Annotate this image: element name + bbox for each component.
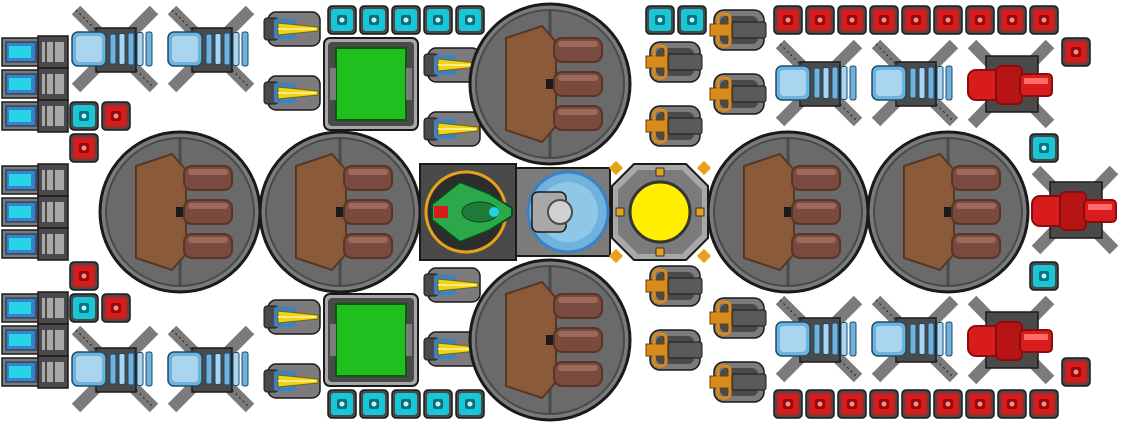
cannon-icon[interactable]: [709, 9, 767, 51]
engine-icon[interactable]: [71, 5, 159, 93]
gun-icon[interactable]: [263, 11, 321, 47]
cell-icon[interactable]: [805, 5, 835, 35]
cell-icon[interactable]: [327, 389, 357, 419]
cell-icon[interactable]: [1029, 5, 1059, 35]
gun-icon[interactable]: [263, 299, 321, 335]
turret-icon[interactable]: [1031, 165, 1119, 255]
thruster-icon[interactable]: [1, 163, 69, 197]
reactor-icon[interactable]: [608, 160, 712, 264]
cannon-icon[interactable]: [866, 130, 1030, 294]
cell-icon[interactable]: [69, 133, 99, 163]
gun-icon[interactable]: [423, 267, 481, 303]
cannon-icon[interactable]: [258, 130, 422, 294]
cell-icon[interactable]: [391, 389, 421, 419]
thruster-icon[interactable]: [1, 35, 69, 69]
cell-icon[interactable]: [901, 389, 931, 419]
cell-icon[interactable]: [645, 5, 675, 35]
engine-icon[interactable]: [775, 295, 863, 383]
cell-icon[interactable]: [1029, 389, 1059, 419]
cockpit-icon[interactable]: [419, 163, 517, 261]
engine-icon[interactable]: [167, 5, 255, 93]
cell-icon[interactable]: [773, 5, 803, 35]
cannon-icon[interactable]: [468, 258, 632, 422]
cannon-icon[interactable]: [645, 329, 703, 371]
cell-icon[interactable]: [965, 5, 995, 35]
cannon-icon[interactable]: [645, 41, 703, 83]
cell-icon[interactable]: [933, 5, 963, 35]
cell-icon[interactable]: [965, 389, 995, 419]
engine-icon[interactable]: [871, 295, 959, 383]
cell-icon[interactable]: [101, 293, 131, 323]
cell-icon[interactable]: [359, 389, 389, 419]
cell-icon[interactable]: [933, 389, 963, 419]
engine-icon[interactable]: [871, 39, 959, 127]
gun-icon[interactable]: [423, 111, 481, 147]
cell-icon[interactable]: [359, 5, 389, 35]
thruster-icon[interactable]: [1, 99, 69, 133]
cell-icon[interactable]: [69, 293, 99, 323]
cell-icon[interactable]: [101, 101, 131, 131]
generator-icon[interactable]: [515, 167, 611, 257]
cell-icon[interactable]: [1029, 133, 1059, 163]
cannon-icon[interactable]: [709, 73, 767, 115]
cannon-icon[interactable]: [468, 2, 632, 166]
cannon-icon[interactable]: [645, 265, 703, 307]
cell-icon[interactable]: [837, 5, 867, 35]
cell-icon[interactable]: [455, 389, 485, 419]
cell-icon[interactable]: [327, 5, 357, 35]
thruster-icon[interactable]: [1, 323, 69, 357]
thruster-icon[interactable]: [1, 291, 69, 325]
cannon-icon[interactable]: [706, 130, 870, 294]
gun-icon[interactable]: [263, 363, 321, 399]
cell-icon[interactable]: [69, 101, 99, 131]
engine-icon[interactable]: [71, 325, 159, 413]
cell-icon[interactable]: [677, 5, 707, 35]
thruster-icon[interactable]: [1, 67, 69, 101]
cannon-icon[interactable]: [645, 105, 703, 147]
hangar-icon[interactable]: [323, 37, 419, 131]
cannon-icon[interactable]: [709, 297, 767, 339]
engine-icon[interactable]: [775, 39, 863, 127]
cell-icon[interactable]: [869, 5, 899, 35]
cell-icon[interactable]: [805, 389, 835, 419]
cell-icon[interactable]: [869, 389, 899, 419]
cell-icon[interactable]: [423, 389, 453, 419]
cell-icon[interactable]: [837, 389, 867, 419]
cannon-icon[interactable]: [98, 130, 262, 294]
hangar-icon[interactable]: [323, 293, 419, 387]
cell-icon[interactable]: [773, 389, 803, 419]
cannon-icon[interactable]: [709, 361, 767, 403]
cell-icon[interactable]: [423, 5, 453, 35]
cell-icon[interactable]: [455, 5, 485, 35]
thruster-icon[interactable]: [1, 355, 69, 389]
cell-icon[interactable]: [1061, 37, 1091, 67]
thruster-icon[interactable]: [1, 195, 69, 229]
turret-icon[interactable]: [967, 39, 1055, 129]
cell-icon[interactable]: [997, 5, 1027, 35]
cell-icon[interactable]: [391, 5, 421, 35]
cell-icon[interactable]: [1061, 357, 1091, 387]
gun-icon[interactable]: [423, 47, 481, 83]
turret-icon[interactable]: [967, 295, 1055, 385]
cell-icon[interactable]: [997, 389, 1027, 419]
engine-icon[interactable]: [167, 325, 255, 413]
cell-icon[interactable]: [901, 5, 931, 35]
gun-icon[interactable]: [263, 75, 321, 111]
cell-icon[interactable]: [69, 261, 99, 291]
thruster-icon[interactable]: [1, 227, 69, 261]
cell-icon[interactable]: [1029, 261, 1059, 291]
